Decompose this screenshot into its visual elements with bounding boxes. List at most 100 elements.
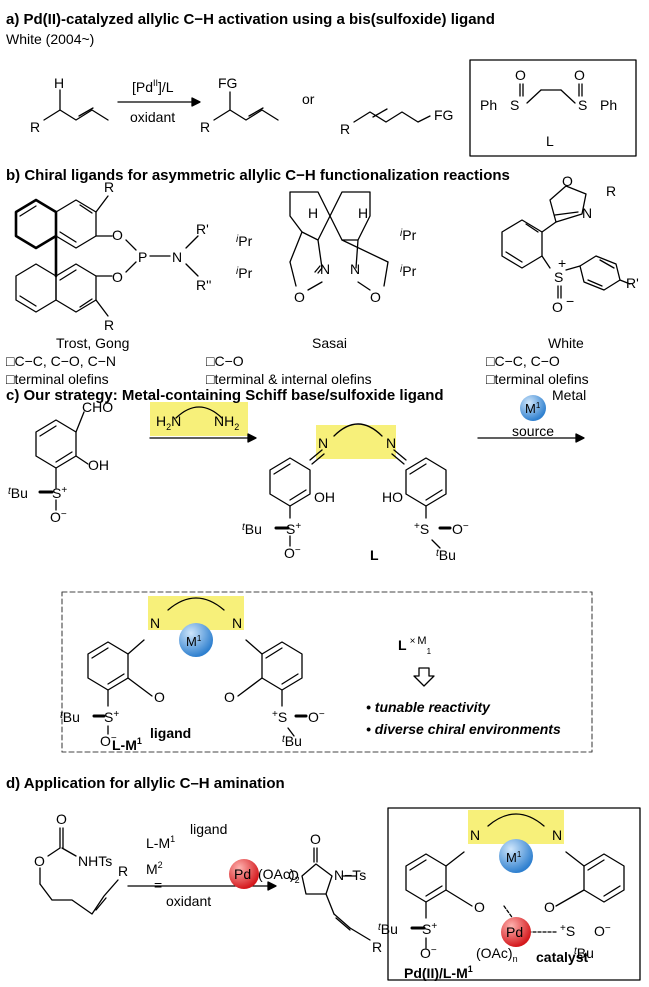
section-a-scheme (43, 59, 637, 157)
reagent-oac: (OAc)2 (258, 866, 300, 885)
atom-o: O (370, 289, 381, 305)
atom-s: S (578, 97, 587, 113)
atom-r1: R' (626, 275, 639, 291)
catalyst-text: [PdII]/L (132, 78, 174, 95)
section-d-title: d) Application for allylic C–H amination (6, 775, 285, 792)
ligand-bonds-trost-gong: □C−C, C−O, C−N (6, 353, 116, 369)
tbu-label: tBu (378, 921, 398, 937)
atom-r: R (104, 179, 114, 195)
charge-plus: + (558, 255, 566, 271)
atom-ph: Ph (600, 97, 617, 113)
isopropyl-label: iPr (400, 263, 417, 279)
atom-o: O (288, 867, 299, 883)
section-d-scheme (39, 807, 641, 981)
sulfoxide-s: +S (272, 709, 287, 725)
atom-r: R (606, 183, 616, 199)
atom-r: R (118, 863, 128, 879)
atom-r: R (372, 939, 382, 955)
sulfoxide-s: S+ (104, 709, 119, 725)
phenoxide-o: O (154, 689, 165, 705)
atom-o: O (562, 173, 573, 189)
ligand-name-white: White (548, 335, 584, 351)
sulfoxide-s: +S (560, 923, 575, 939)
atom-r: R (30, 119, 40, 135)
atom-o: O (294, 289, 305, 305)
atom-o: O (574, 67, 585, 83)
atom-r: R (340, 121, 350, 137)
section-b-scheme (14, 185, 631, 317)
atom-n: N (582, 205, 592, 221)
sulfoxide-s: +S (414, 521, 429, 537)
catalyst-label: Pd(II)/L-M1 (404, 964, 473, 981)
reagent-oxidant: oxidant (166, 893, 211, 909)
hydroxyl-group: OH (88, 457, 109, 473)
isopropyl-label: iPr (400, 227, 417, 243)
tbu-label: tBu (8, 485, 28, 501)
ligand-l-label: L (370, 547, 379, 563)
nhts-group: NHTs (78, 853, 112, 869)
formyl-group: CHO (82, 399, 113, 415)
atom-o: O (310, 831, 321, 847)
atom-n: N (320, 261, 330, 277)
metal-sphere-m1-catalyst (499, 839, 533, 873)
metal-label: Metal (552, 387, 586, 403)
tbu-label: tBu (242, 521, 262, 537)
catalyst-word: catalyst (536, 949, 588, 965)
ligand-scope-white: □terminal olefins (486, 371, 589, 387)
ligand-bonds-white: □C−C, C−O (486, 353, 560, 369)
imine-n: N (552, 827, 562, 843)
sulfoxide-o: O− (594, 923, 611, 939)
section-b-title: b) Chiral ligands for asymmetric allylic… (6, 167, 510, 184)
sulfoxide-o: O− (100, 733, 117, 749)
pd-sphere-reagent (229, 859, 259, 889)
ligand-word: ligand (150, 725, 191, 741)
sulfoxide-o: O− (308, 709, 325, 725)
imine-n: N (386, 435, 396, 451)
ligand-label: L (546, 133, 554, 149)
tbu-label: tBu (574, 945, 594, 961)
sulfoxide-s: S+ (52, 485, 67, 501)
metal-sphere-m1-ligand (179, 623, 213, 657)
atom-fg: FG (218, 75, 237, 91)
metal-m1-label: M1 (186, 634, 202, 649)
atom-s: S (510, 97, 519, 113)
imine-n: N (150, 615, 160, 631)
sulfoxide-s: S+ (422, 921, 437, 937)
reagent-lm1: L-M1 (146, 834, 175, 851)
diamine-nh2: NH2 (214, 413, 239, 432)
atom-p: P (138, 249, 147, 265)
reagent-m2: M2 (146, 860, 163, 877)
tbu-label: tBu (436, 547, 456, 563)
atom-o: O (34, 853, 45, 869)
atom-o: O (112, 227, 123, 243)
hydroxyl-group: HO (382, 489, 403, 505)
imine-n: N (470, 827, 480, 843)
metal-m1-label: M1 (506, 850, 522, 865)
nts-group: N−Ts (334, 867, 366, 883)
sulfoxide-s: S+ (286, 521, 301, 537)
ligand-name-sasai: Sasai (312, 335, 347, 351)
phenoxide-o: O (544, 899, 555, 915)
diamine-h2n: H2N (156, 413, 181, 432)
pd-sphere-catalyst (501, 917, 531, 947)
atom-o: O (112, 269, 123, 285)
atom-r2: R'' (196, 277, 211, 293)
atom-r: R (104, 317, 114, 333)
feature-chiral: • diverse chiral environments (366, 721, 561, 737)
sulfoxide-o: O− (50, 509, 67, 525)
l-times-m1: L×M1 (398, 635, 432, 656)
atom-n: N (350, 261, 360, 277)
section-c-scheme (35, 402, 593, 753)
sulfoxide-o: O− (420, 945, 437, 961)
atom-n: N (172, 249, 182, 265)
reagent-pd: Pd (234, 866, 251, 882)
pd-oacn: (OAc)n (476, 945, 518, 964)
reagent-ligand-word: ligand (190, 821, 227, 837)
section-c-title: c) Our strategy: Metal-containing Schiff… (6, 387, 444, 404)
atom-r: R (200, 119, 210, 135)
phenoxide-o: O (474, 899, 485, 915)
atom-s: S (554, 269, 563, 285)
condition-oxidant: oxidant (130, 109, 175, 125)
tbu-label: tBu (282, 733, 302, 749)
